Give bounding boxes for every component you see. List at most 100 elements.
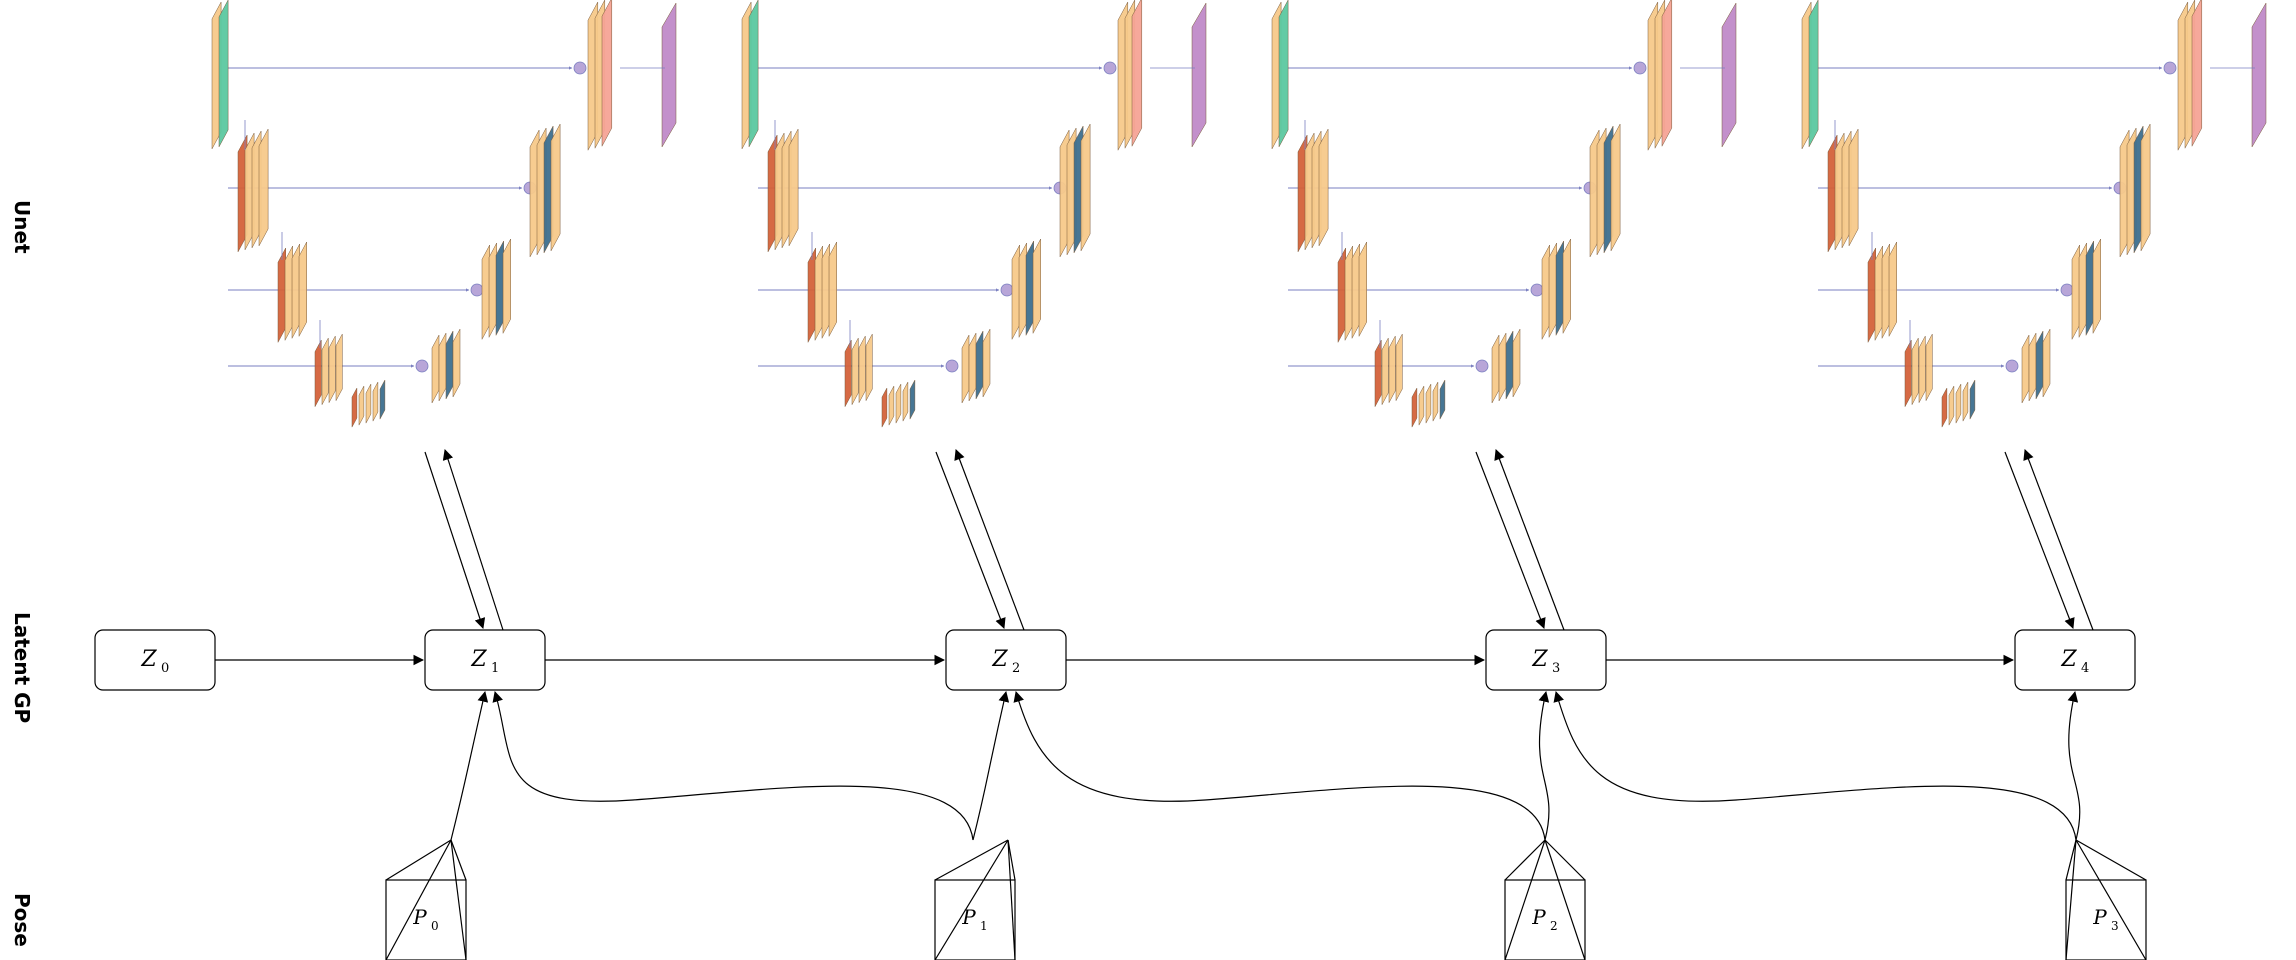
decoder-block-slab (445, 330, 454, 400)
encoder-block-slab (807, 247, 816, 343)
decoder-block (1117, 0, 1143, 151)
decoder-block-slab (1491, 334, 1500, 404)
concat-node (1633, 61, 1647, 75)
latent-to-unet-edge (954, 448, 1025, 631)
encoder-block-slab (814, 245, 823, 341)
concat-node (1530, 283, 1544, 297)
concat-node (2060, 283, 2074, 297)
concat-node (2163, 61, 2177, 75)
decoder-block-slab (481, 244, 490, 340)
encoder-block-slab (1374, 339, 1382, 407)
decoder-block-slab (495, 240, 504, 336)
encoder-block-slab (788, 128, 799, 247)
pose-label: P (961, 905, 976, 929)
decoder-block-slab (2028, 332, 2037, 402)
decoder-block-slab (1548, 242, 1557, 338)
latent-label: Z (991, 647, 1008, 672)
bottleneck-block-slab (1948, 385, 1955, 426)
pose-to-latent-edge (2067, 690, 2081, 841)
encoder-block-slab (284, 245, 293, 341)
decoder-block-slab (1541, 244, 1550, 340)
unet-network (741, 0, 1207, 428)
decoder-block-slab (1555, 240, 1564, 336)
pose-to-prev-latent-edge (492, 690, 974, 841)
row-label-pose: Pose (10, 893, 34, 947)
encoder-block (807, 241, 837, 343)
bottleneck-block-slab (372, 381, 379, 422)
decoder-block-slab (2021, 334, 2030, 404)
bottleneck-block-slab (1962, 381, 1969, 422)
latent-label: Z (1531, 647, 1548, 672)
encoder-block-slab (828, 241, 837, 337)
encoder-block-slab (1351, 243, 1360, 339)
unet-network (211, 0, 677, 428)
bottleneck-block-slab (895, 383, 902, 424)
encoder-block-slab (1381, 337, 1389, 405)
softmax-layer (1191, 2, 1207, 148)
bottleneck-block (1941, 379, 1976, 428)
bottleneck-block-slab (358, 385, 365, 426)
decoder-block-slab (2085, 240, 2094, 336)
decoder-block (2119, 123, 2151, 258)
concat-node (2005, 359, 2019, 373)
softmax-layer (661, 2, 677, 148)
input-layer (1271, 0, 1289, 150)
decoder-block-slab (1610, 123, 1621, 252)
decoder-block-slab (982, 328, 991, 398)
decoder-block-slab (452, 328, 461, 398)
decoder-block-slab (1018, 242, 1027, 338)
pose-label: P (2092, 905, 2107, 929)
pose-subscript: 0 (431, 919, 439, 933)
input-layer (211, 0, 229, 150)
encoder-block (1374, 333, 1403, 407)
encoder-block-slab (858, 335, 866, 403)
encoder-block (314, 333, 343, 407)
encoder-block-slab (328, 335, 336, 403)
decoder-block-slab (1131, 0, 1143, 147)
pose-subscript: 3 (2111, 919, 2119, 933)
bottleneck-block-slab (365, 383, 372, 424)
concat-node (1000, 283, 1014, 297)
encoder-block-slab (1848, 128, 1859, 247)
decoder-block-slab (1025, 240, 1034, 336)
encoder-block-slab (1925, 333, 1933, 401)
bottleneck-block (351, 379, 386, 428)
encoder-block-slab (1874, 245, 1883, 341)
decoder-block-slab (2092, 238, 2101, 334)
encoder-block-slab (298, 241, 307, 337)
decoder-block (481, 238, 511, 340)
latent-label: Z (140, 647, 157, 672)
latent-subscript: 3 (1552, 661, 1560, 676)
decoder-block-slab (1011, 244, 1020, 340)
unet-to-latent-edge (935, 451, 1006, 630)
unet-network (1271, 0, 1737, 428)
decoder-block (1059, 123, 1091, 258)
unet-to-latent-edge (1475, 451, 1546, 630)
pose-label: P (1531, 905, 1546, 929)
unet-to-latent-edge (2004, 451, 2075, 630)
pose-to-latent-edge (972, 690, 1010, 841)
decoder-block-slab (488, 242, 497, 338)
encoder-block-slab (1318, 128, 1329, 247)
encoder-block-slab (851, 337, 859, 405)
encoder-block-slab (1881, 243, 1890, 339)
encoder-block-slab (1918, 335, 1926, 403)
decoder-block-slab (975, 330, 984, 400)
decoder-block-slab (2191, 0, 2203, 147)
latent-to-unet-edge (1494, 448, 1565, 631)
encoder-block-slab (321, 337, 329, 405)
decoder-block (587, 0, 613, 151)
bottleneck-block (881, 379, 916, 428)
encoder-block-slab (1344, 245, 1353, 341)
bottleneck-block-slab (881, 387, 888, 428)
encoder-block (844, 333, 873, 407)
input-layer-slab (1808, 0, 1819, 148)
decoder-block-slab (1498, 332, 1507, 402)
bottleneck-block-slab (1969, 379, 1976, 420)
encoder-block (1337, 241, 1367, 343)
bottleneck-block-slab (902, 381, 909, 422)
pose-subscript: 2 (1550, 919, 1558, 933)
